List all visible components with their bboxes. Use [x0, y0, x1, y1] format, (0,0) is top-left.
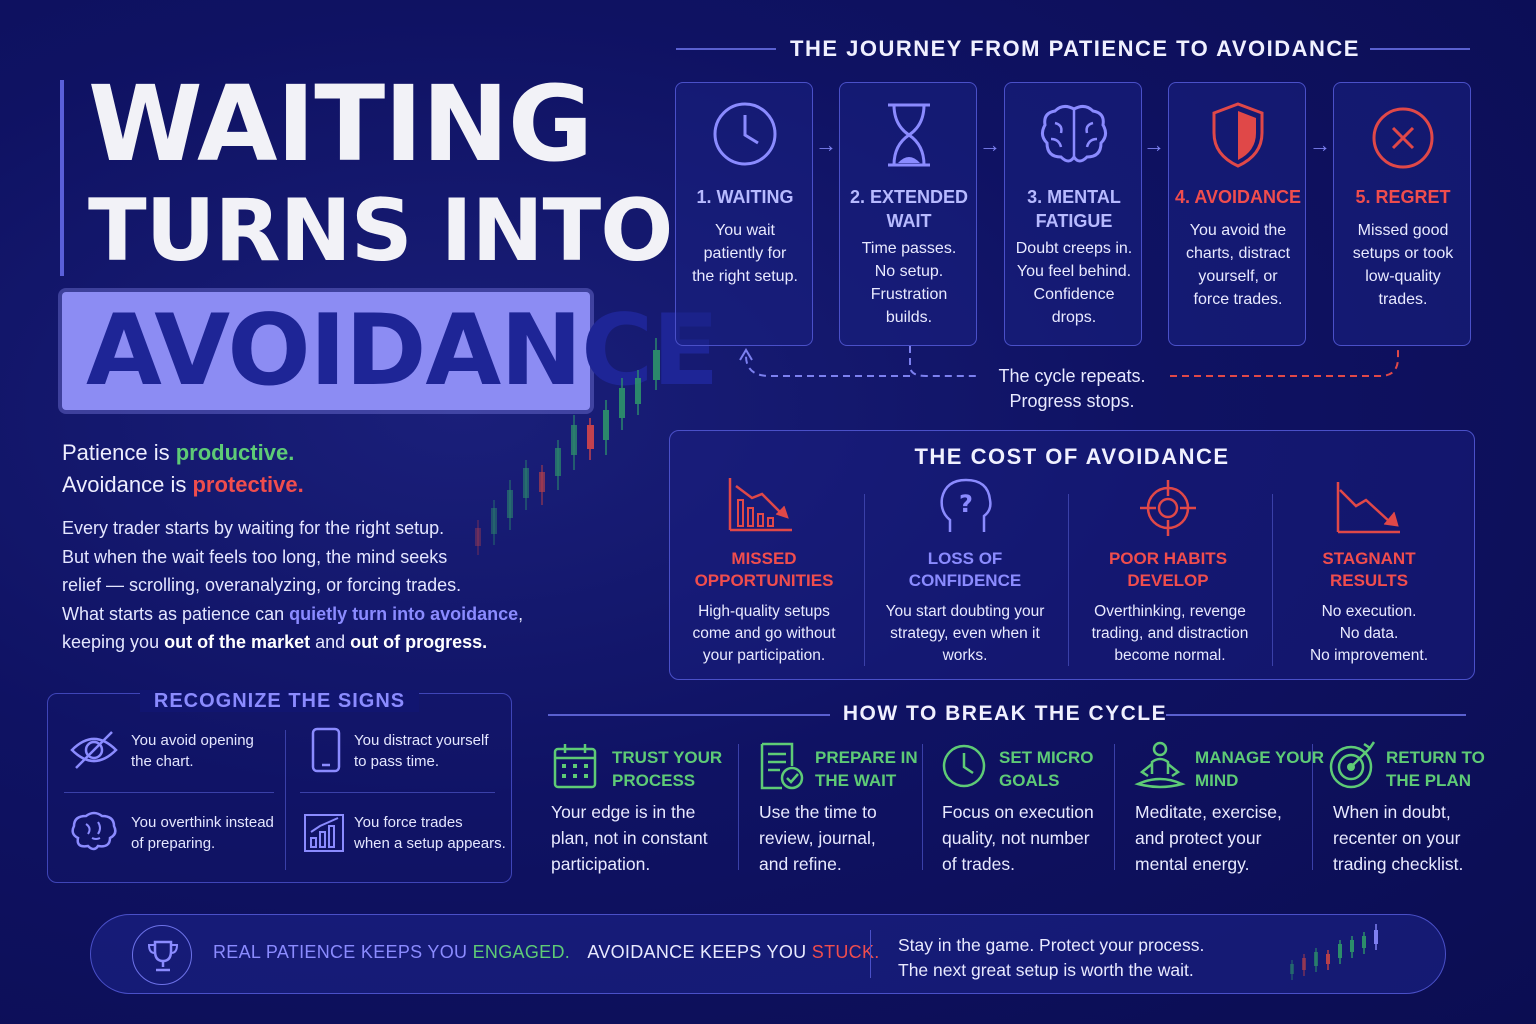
- trophy-icon: [147, 940, 179, 972]
- candlestick-decoration: [1290, 924, 1378, 980]
- title-line-1: WAITING: [88, 63, 593, 185]
- trend-down-icon: [1336, 482, 1400, 534]
- declining-bars-icon: [728, 478, 792, 532]
- brain-icon: [1040, 104, 1108, 163]
- cycle-caption: The cycle repeats.Progress stops.: [998, 366, 1146, 411]
- cost-of-avoidance-panel: [669, 430, 1475, 680]
- break-title-rule-left: [548, 714, 830, 716]
- break-divider: [1312, 744, 1313, 870]
- checklist-icon: [760, 742, 804, 790]
- card-title: 5. REGRET: [1355, 187, 1451, 207]
- footer-divider: [870, 930, 871, 978]
- phone-icon: [311, 727, 341, 773]
- bar-chart-icon: [304, 814, 344, 852]
- footer-banner: [90, 914, 1446, 994]
- card-title: 4. AVOIDANCE: [1174, 187, 1302, 207]
- arrow-right-icon: →: [1309, 132, 1331, 157]
- cost-title: THE COST OF AVOIDANCE: [914, 444, 1230, 469]
- cycle-loop-lines: [739, 346, 1399, 377]
- cost-divider: [1068, 494, 1069, 666]
- tagline-patience: Patience is productive.: [62, 440, 295, 465]
- journey-title-rule-right: [1370, 48, 1470, 50]
- brain-icon: [71, 811, 117, 851]
- recognize-signs-panel: [47, 693, 512, 883]
- break-divider: [922, 744, 923, 870]
- signs-divider-vertical: [285, 730, 286, 870]
- clock-icon: [713, 102, 777, 166]
- arrow-right-icon: →: [1143, 132, 1165, 157]
- title-highlight-box: [62, 292, 590, 410]
- eye-slash-icon: [70, 731, 118, 769]
- journey-title-rule-left: [676, 48, 776, 50]
- signs-divider-right: [300, 792, 495, 793]
- target-arrow-icon: [1329, 741, 1376, 789]
- footer-slogan: REAL PATIENCE KEEPS YOU ENGAGED. AVOIDAN…: [213, 942, 880, 962]
- signs-divider-left: [64, 792, 274, 793]
- break-divider: [738, 744, 739, 870]
- recognize-signs-title: RECOGNIZE THE SIGNS: [47, 690, 512, 713]
- footer-message: Stay in the game. Protect your process.T…: [898, 935, 1205, 980]
- target-icon: [1140, 480, 1196, 536]
- meditation-icon: [1134, 741, 1186, 789]
- arrow-right-icon: →: [979, 132, 1001, 157]
- break-title-rule-right: [1166, 714, 1466, 716]
- candlestick-decoration: [475, 338, 660, 555]
- card-desc: Doubt creeps in.You feel behind.Confiden…: [1015, 240, 1133, 326]
- calendar-icon: [553, 744, 597, 789]
- trophy-badge: [132, 925, 192, 985]
- title-highlight-text: AVOIDANCE: [86, 294, 719, 408]
- cost-divider: [1272, 494, 1273, 666]
- close-circle-icon: [1372, 107, 1434, 169]
- break-cycle-title: HOW TO BREAK THE CYCLE: [842, 702, 1168, 725]
- hourglass-icon: [888, 103, 930, 167]
- clock-icon: [942, 744, 986, 788]
- title-line-2: TURNS INTO: [88, 181, 673, 281]
- break-divider: [1114, 744, 1115, 870]
- intro-paragraph: Every trader starts by waiting for the r…: [62, 518, 524, 652]
- tagline-avoidance: Avoidance is protective.: [62, 472, 304, 497]
- cost-divider: [864, 494, 865, 666]
- svg-text:?: ?: [959, 490, 973, 518]
- journey-title: THE JOURNEY FROM PATIENCE TO AVOIDANCE: [790, 36, 1360, 61]
- title-accent-bar: [60, 80, 64, 276]
- arrow-right-icon: →: [815, 132, 837, 157]
- shield-icon: [1212, 102, 1264, 168]
- cost-stagnant-desc: No execution.No data.No improvement.: [1309, 603, 1428, 664]
- card-title: 1. WAITING: [696, 187, 794, 207]
- head-question-icon: ?: [940, 478, 992, 532]
